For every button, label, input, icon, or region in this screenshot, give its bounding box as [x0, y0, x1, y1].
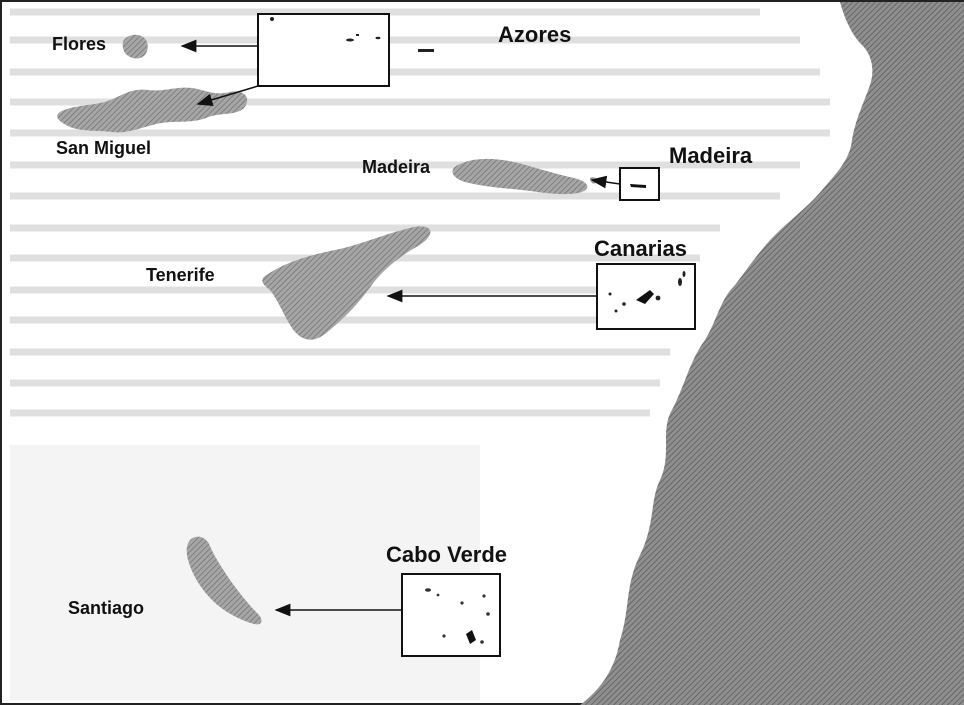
label-canarias: Canarias: [594, 236, 687, 261]
arrow-to-madeira: [590, 175, 621, 189]
santiago-island: [186, 536, 262, 625]
label-cabo-verde: Cabo Verde: [386, 542, 507, 567]
madeira-inset-island: [630, 184, 646, 188]
africa-mainland: [580, 2, 964, 705]
label-tenerife: Tenerife: [146, 265, 215, 285]
label-flores: Flores: [52, 34, 106, 54]
pointer-arrows: [180, 39, 621, 617]
azores-inset-islands: [270, 17, 434, 52]
label-madeira-island: Madeira: [362, 157, 431, 177]
flores-island: [122, 34, 148, 59]
madeira-island: [452, 158, 588, 195]
label-madeira-region: Madeira: [669, 143, 753, 168]
madeira-inset: [619, 167, 660, 201]
background-lower-texture: [10, 445, 480, 700]
label-santiago: Santiago: [68, 598, 144, 618]
label-azores: Azores: [498, 22, 571, 47]
canarias-inset-islands: [608, 271, 686, 313]
arrow-to-san-miguel: [196, 85, 259, 106]
cabo-verde-inset: [401, 573, 501, 657]
label-san-miguel: San Miguel: [56, 138, 151, 158]
cabo-verde-inset-islands: [425, 588, 490, 644]
iberia-coast: [905, 2, 964, 43]
tenerife-island: [262, 226, 431, 340]
azores-inset: [257, 13, 390, 87]
